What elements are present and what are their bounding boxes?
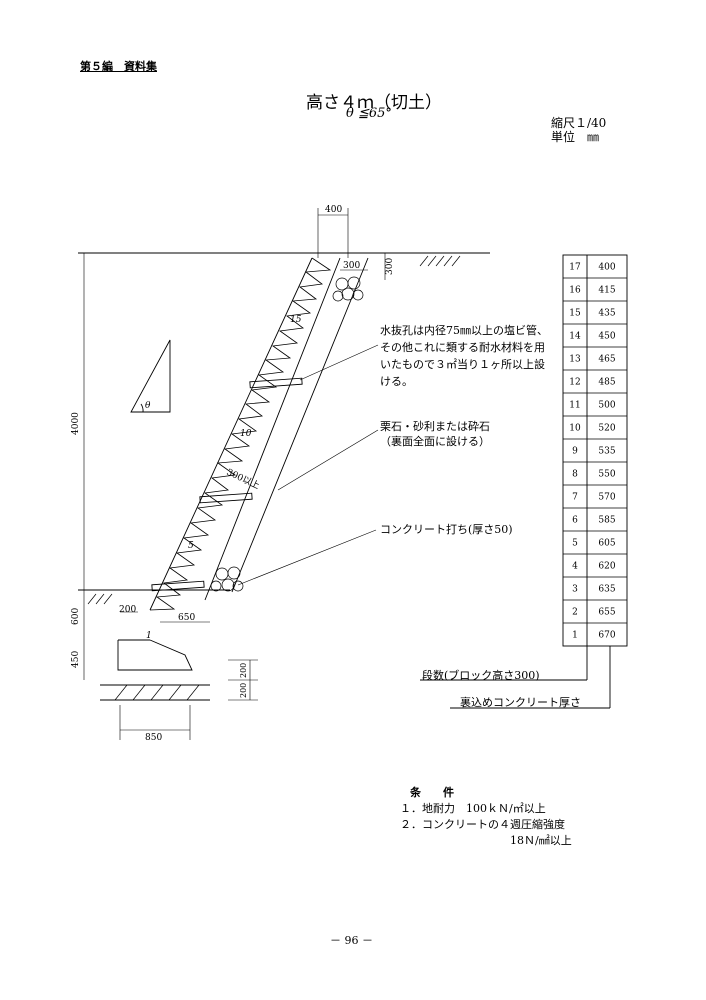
table-thickness-cell: 535: [598, 447, 615, 457]
dim-base-width: 850: [145, 733, 162, 743]
table-thickness-cell: 435: [598, 309, 615, 319]
scale-label: 縮尺１/40: [551, 116, 607, 130]
dim-base-height: 450: [71, 651, 81, 668]
table-step-cell: 15: [569, 309, 581, 319]
table-label-thickness: 裏込めコンクリート厚さ: [460, 696, 581, 709]
table-thickness-cell: 450: [598, 332, 615, 342]
table-thickness-cell: 620: [598, 562, 615, 572]
dim-embed-height: 600: [71, 608, 81, 625]
dim-top-width: 400: [325, 205, 342, 215]
block-mark-5: 5: [188, 541, 194, 551]
table-thickness-cell: 570: [598, 493, 615, 503]
note-drain-line: ける。: [380, 375, 413, 388]
table-thickness-cell: 585: [598, 516, 615, 526]
note-concrete: コンクリート打ち(厚さ50): [380, 523, 513, 536]
condition-item-2: ２．コンクリートの４週圧縮強度: [400, 818, 565, 831]
table-thickness-cell: 500: [598, 401, 615, 411]
condition-item-1: １．地耐力 100ｋＮ/㎡以上: [400, 802, 546, 815]
table-thickness-cell: 415: [598, 286, 615, 296]
table-step-cell: 14: [569, 332, 581, 342]
dim-right-upper: 200: [239, 663, 248, 678]
dim-top-inner: 300: [343, 261, 360, 271]
note-drain-line: その他これに類する耐水材料を用: [380, 341, 545, 354]
angle-condition: θ ≦65°: [346, 106, 392, 121]
table-step-cell: 7: [572, 493, 578, 503]
condition-item-2-value: 18Ｎ/㎟以上: [510, 834, 572, 847]
note-drain-line: 水抜孔は内径75㎜以上の塩ビ管、: [380, 324, 548, 337]
table-step-cell: 13: [569, 355, 581, 365]
dim-right-lower: 200: [239, 683, 248, 698]
table-thickness-cell: 670: [598, 631, 615, 641]
table-step-cell: 4: [572, 562, 578, 572]
table-thickness-cell: 465: [598, 355, 615, 365]
dim-toe-width: 200: [119, 605, 136, 615]
table-step-cell: 5: [572, 539, 578, 549]
table-label-steps: 段数(ブロック高さ300): [422, 669, 540, 682]
unit-label: 単位 ㎜: [551, 130, 600, 144]
table-thickness-cell: 400: [598, 263, 615, 273]
table-thickness-cell: 655: [598, 608, 615, 618]
note-gravel-line: （裏面全面に設ける）: [380, 435, 490, 448]
table-step-cell: 8: [572, 470, 578, 480]
block-mark-15: 15: [290, 315, 302, 325]
table-step-cell: 9: [572, 447, 578, 457]
table-step-cell: 1: [572, 631, 578, 641]
table-step-cell: 6: [572, 516, 578, 526]
block-mark-10: 10: [240, 429, 252, 439]
table-step-cell: 2: [572, 608, 578, 618]
note-gravel: 栗石・砂利または砕石 （裏面全面に設ける）: [380, 419, 490, 449]
table-step-cell: 10: [569, 424, 581, 434]
note-gravel-line: 栗石・砂利または砕石: [380, 420, 490, 433]
dim-toe-offset: 650: [178, 613, 195, 623]
page-number: － 96 －: [330, 934, 373, 947]
block-mark-1: 1: [146, 631, 152, 641]
table-step-cell: 11: [569, 401, 580, 411]
dim-top-right-height: 300: [385, 258, 395, 275]
section-header: 第５編 資料集: [80, 60, 157, 73]
table-thickness-cell: 520: [598, 424, 615, 434]
drawing-title: 高さ４ｍ（切土）: [306, 93, 442, 113]
note-drain-line: いたもので３㎡当り１ヶ所以上設: [380, 358, 545, 371]
table-thickness-cell: 635: [598, 585, 615, 595]
note-drain: 水抜孔は内径75㎜以上の塩ビ管、 その他これに類する耐水材料を用 いたもので３㎡…: [380, 322, 548, 390]
table-thickness-cell: 485: [598, 378, 615, 388]
theta-label: θ: [145, 401, 151, 411]
dim-height-total: 4000: [71, 412, 81, 435]
table-thickness-cell: 550: [598, 470, 615, 480]
table-step-cell: 12: [569, 378, 580, 388]
table-step-cell: 17: [569, 263, 581, 273]
table-step-cell: 3: [572, 585, 578, 595]
table-thickness-cell: 605: [598, 539, 615, 549]
conditions-heading: 条 件: [410, 786, 454, 799]
table-step-cell: 16: [569, 286, 581, 296]
